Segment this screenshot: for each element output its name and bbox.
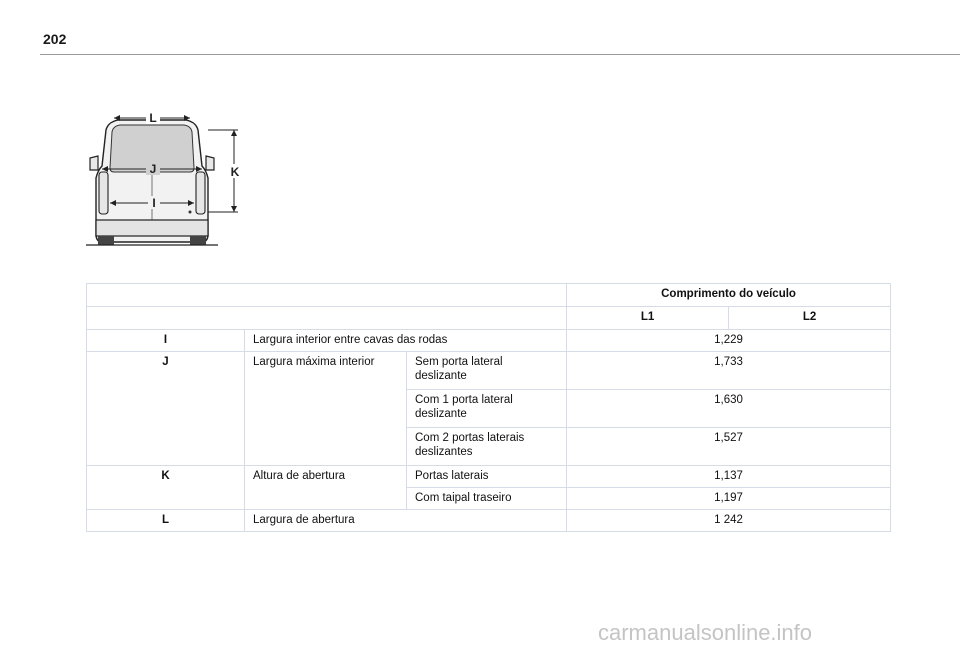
right-tail-light — [195, 171, 206, 215]
left-mirror — [89, 155, 99, 171]
row-desc-i: Largura interior entre cavas das rodas — [243, 329, 568, 352]
row-value-i: 1,229 — [566, 329, 892, 352]
row-desc-k: Altura de abertura — [244, 465, 407, 510]
watermark: carmanualsonline.info — [598, 620, 813, 645]
row-value-k-2: 1,197 — [566, 487, 892, 510]
row-value-j-2: 1,630 — [566, 389, 892, 428]
van-rear-dimension-figure: L J I K — [86, 108, 250, 250]
header-col-l2: L2 — [728, 306, 892, 330]
row-desc-l: Largura de abertura — [243, 509, 568, 532]
row-sub-k-1: Portas laterais — [405, 465, 568, 488]
header-rule — [40, 54, 960, 55]
header-col-l1: L1 — [566, 306, 730, 330]
table-header-row: Comprimento do veículo — [85, 283, 892, 307]
van-rear-window — [109, 124, 195, 173]
table-row: I Largura interior entre cavas das rodas… — [86, 329, 892, 352]
dimension-label-l: L — [149, 111, 156, 125]
rear-bumper — [95, 219, 209, 237]
table-row: L Largura de abertura 1 242 — [86, 509, 892, 532]
dimension-label-j: J — [150, 162, 157, 176]
table-subheader-row: L1 L2 — [85, 306, 892, 330]
row-value-j-1: 1,733 — [566, 351, 892, 390]
row-value-k-1: 1,137 — [566, 465, 892, 488]
door-handle — [188, 210, 192, 214]
row-value-l: 1 242 — [566, 509, 892, 532]
dimension-label-k: K — [231, 165, 240, 179]
right-wheel — [190, 236, 206, 245]
row-key-k: K — [86, 465, 245, 510]
left-wheel — [98, 236, 114, 245]
table-row: J Largura máxima interior Sem porta late… — [86, 351, 892, 466]
row-key-i: I — [86, 329, 245, 352]
left-tail-light — [98, 171, 109, 215]
row-key-l: L — [86, 509, 245, 532]
row-key-j: J — [86, 351, 245, 466]
row-sub-k-2: Com taipal traseiro — [405, 487, 568, 510]
header-empty-cell — [85, 283, 568, 307]
right-mirror — [205, 155, 215, 171]
subheader-empty-cell — [85, 306, 568, 330]
table-row: Com taipal traseiro 1,197 — [87, 487, 892, 510]
header-vehicle-length: Comprimento do veículo — [566, 283, 892, 307]
dimensions-table: Comprimento do veículo L1 L2 I Largura i… — [85, 283, 892, 532]
row-value-j-3: 1,527 — [566, 427, 892, 466]
table-row: K Altura de abertura Portas laterais 1,1… — [86, 465, 892, 510]
dimension-label-i: I — [152, 196, 155, 210]
page-number: 202 — [43, 31, 67, 47]
row-desc-j: Largura máxima interior — [244, 351, 407, 466]
van-rear-drawing: L J I K — [86, 111, 243, 246]
